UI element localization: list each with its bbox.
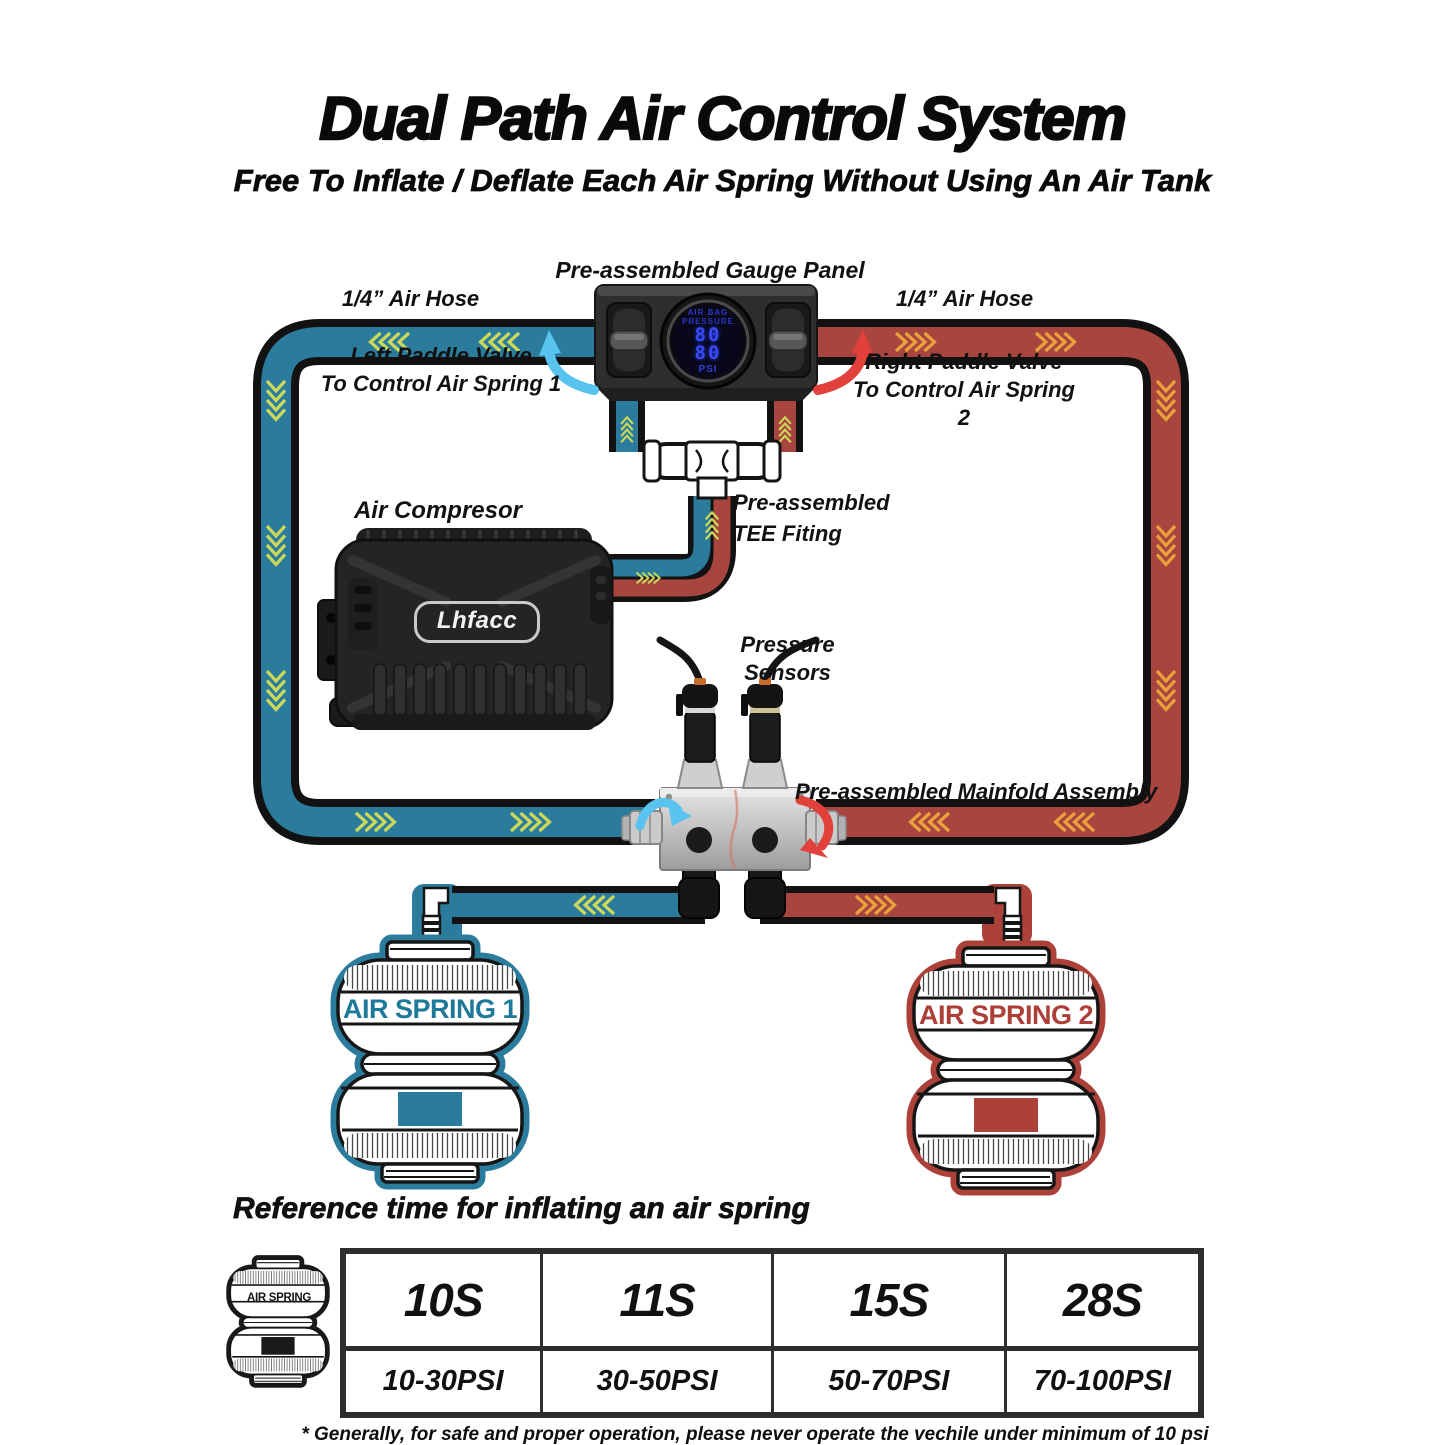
tee-line2: TEE Fiting — [733, 521, 842, 546]
pressure-sensor-left — [656, 636, 724, 789]
air-spring-2-graphic — [914, 948, 1098, 1188]
air-spring-2-label: AIR SPRING 2 — [918, 1000, 1094, 1030]
air-spring-1-label: AIR SPRING 1 — [342, 994, 518, 1024]
flow-arrows — [539, 330, 874, 858]
left-valve-line2: To Control Air Spring 1 — [320, 371, 562, 396]
gauge-display-line1: AIR BAG — [687, 308, 729, 317]
tee-line1: Pre-assembled — [733, 490, 890, 515]
table-time-cell: 11S — [540, 1254, 771, 1346]
table-psi-cell: 10-30PSI — [346, 1346, 541, 1412]
air-spring-1-graphic — [338, 942, 522, 1182]
table-time-cell: 15S — [771, 1254, 1004, 1346]
left-paddle-valve-label: Left Paddle Valve To Control Air Spring … — [296, 342, 586, 398]
table-psi-cell: 50-70PSI — [771, 1346, 1004, 1412]
gauge-panel-graphic — [594, 284, 818, 401]
gauge-panel-label: Pre-assembled Gauge Panel — [555, 257, 865, 283]
gauge-value-bottom: 80 — [694, 342, 722, 364]
tee-fitting-label: Pre-assembled TEE Fiting — [733, 487, 913, 549]
gauge-value-top: 80 — [694, 324, 722, 346]
spring2-thread — [1004, 921, 1021, 939]
pressure-sensors-label: Pressure Sensors — [740, 632, 835, 685]
gauge-display: AIR BAG PRESSURE 80 80 PSI — [672, 306, 744, 378]
right-paddle-valve-label: Right Paddle Valve To Control Air Spring… — [844, 348, 1084, 432]
table-psi-cell: 70-100PSI — [1003, 1346, 1198, 1412]
red-arrow-manifold — [795, 795, 834, 851]
safety-footnote: * Generally, for safe and proper operati… — [301, 1424, 1209, 1445]
hose-red-loop — [812, 319, 1189, 845]
hose-dual-compressor — [606, 496, 736, 602]
right-valve-line1: Right Paddle Valve — [865, 349, 1063, 374]
manifold-graphic — [621, 787, 847, 919]
compressor-brand-badge: Lhfacc — [414, 601, 540, 643]
reference-heading: Reference time for inflating an air spri… — [233, 1192, 810, 1226]
gauge-unit: PSI — [698, 364, 718, 375]
compressor-graphic — [317, 528, 614, 730]
air-spring-icon-label: AIR SPRING — [246, 1292, 312, 1304]
manifold-label: Pre-assembled Mainfold Assembly — [795, 779, 1158, 804]
air-hose-left-label: 1/4” Air Hose — [341, 286, 480, 311]
inflation-time-table: 10S 11S 15S 28S 10-30PSI 30-50PSI 50-70P… — [340, 1248, 1204, 1418]
gauge-display-line2: PRESSURE — [681, 317, 734, 326]
pressure-gauge — [659, 292, 757, 390]
red-arrow-to-right-paddle — [813, 347, 868, 395]
hose-blue-loop — [253, 319, 655, 845]
air-spring-icon — [230, 1259, 326, 1384]
right-paddle-valve — [765, 302, 811, 378]
table-time-cell: 28S — [1003, 1254, 1198, 1346]
right-valve-line2: To Control Air Spring 2 — [852, 377, 1075, 430]
blue-arrow-to-left-paddle — [544, 347, 599, 395]
page-title: Dual Path Air Control System — [318, 84, 1128, 153]
table-time-cell: 10S — [403, 1274, 484, 1326]
tee-fitting-graphic — [642, 439, 782, 500]
compressor-label: Air Compresor — [353, 497, 523, 524]
page-subtitle: Free To Inflate / Deflate Each Air Sprin… — [233, 163, 1212, 199]
left-paddle-valve — [606, 302, 652, 378]
left-valve-line1: Left Paddle Valve — [350, 343, 532, 368]
table-psi-cell: 30-50PSI — [540, 1346, 771, 1412]
pressure-sensor-right — [741, 636, 820, 789]
air-hose-right-label: 1/4” Air Hose — [895, 286, 1034, 311]
